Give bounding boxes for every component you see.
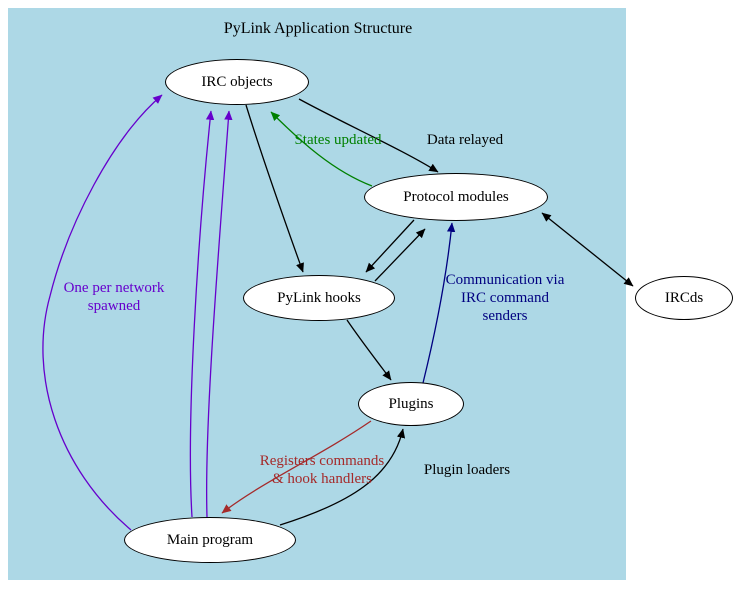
edge-hooks-to-plugins	[346, 319, 392, 381]
edge-one-per-network-2	[189, 110, 215, 518]
edge-label-data-relayed: Data relayed	[426, 132, 504, 148]
edge-states-updated	[270, 111, 373, 187]
node-main-program: Main program	[124, 517, 296, 563]
edge-plugin-loaders	[279, 428, 406, 526]
edge-label-one-per-network: One per network spawned	[63, 280, 165, 314]
edge-label-registers: Registers commands & hook handlers	[259, 453, 385, 487]
edge-irc-to-hooks	[245, 104, 304, 273]
node-pylink-hooks: PyLink hooks	[243, 275, 395, 321]
edge-one-per-network-3	[205, 110, 233, 518]
edge-label-plugin-loaders: Plugin loaders	[423, 462, 511, 478]
node-irc-objects: IRC objects	[165, 59, 309, 105]
diagram-title: PyLink Application Structure	[223, 20, 413, 37]
node-plugins: Plugins	[358, 382, 464, 426]
edge-one-per-network-1	[42, 94, 163, 531]
edge-communication	[422, 222, 456, 384]
edge-data-relayed	[298, 98, 439, 173]
edge-label-communication: Communication via IRC command senders	[445, 272, 565, 324]
node-protocol-modules: Protocol modules	[364, 173, 548, 221]
node-ircds: IRCds	[635, 276, 733, 320]
edge-label-states-updated: States updated	[294, 132, 382, 148]
edge-hooks-to-protocol	[374, 228, 426, 282]
edge-registers-commands	[221, 420, 372, 514]
edge-protocol-ircds	[541, 212, 634, 287]
edge-protocol-to-hooks	[365, 219, 415, 273]
